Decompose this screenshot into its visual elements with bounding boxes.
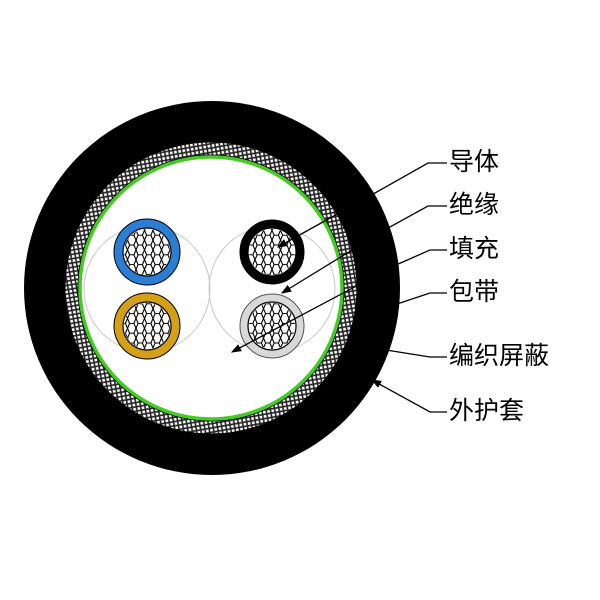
leader-filler bbox=[230, 249, 447, 353]
leader-sheath bbox=[370, 379, 447, 413]
label-braid-shield: 编织屏蔽 bbox=[449, 341, 550, 370]
label-outer-sheath: 外护套 bbox=[449, 396, 525, 425]
leader-insulation bbox=[280, 205, 447, 294]
label-conductor: 导体 bbox=[449, 147, 500, 176]
core-blue bbox=[113, 218, 181, 286]
green-tape-band bbox=[78, 155, 344, 421]
label-tape: 包带 bbox=[449, 277, 500, 306]
leader-tape bbox=[396, 292, 447, 305]
leader-lines bbox=[230, 162, 447, 413]
core-yellow bbox=[113, 292, 181, 360]
label-insulation: 绝缘 bbox=[449, 190, 500, 219]
label-filler: 填充 bbox=[449, 234, 500, 263]
leader-conductor bbox=[276, 162, 447, 248]
leader-braid bbox=[385, 349, 447, 358]
core-black bbox=[239, 219, 305, 285]
core-gray bbox=[239, 293, 305, 359]
